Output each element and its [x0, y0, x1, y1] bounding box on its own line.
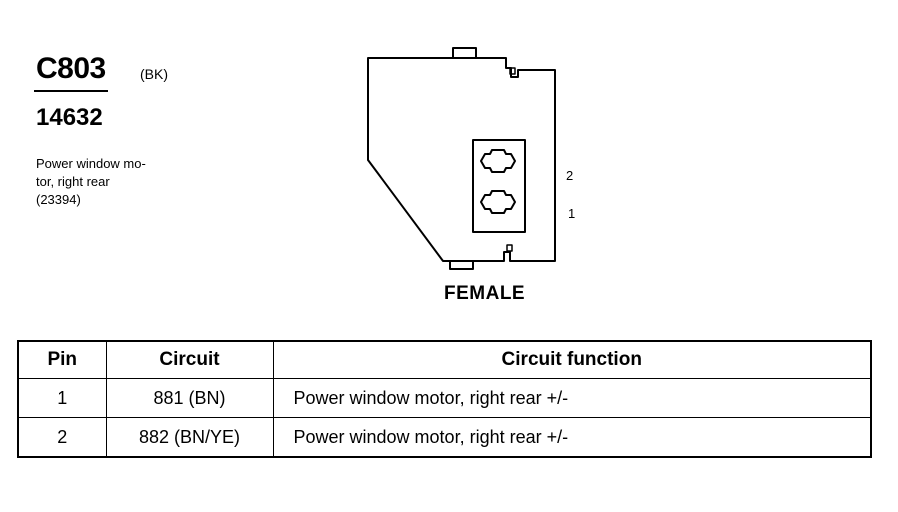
- cavity-pin-2-icon: [480, 149, 516, 173]
- cell-pin: 2: [17, 417, 107, 458]
- pin-circuit-table: Pin Circuit Circuit function 1 881 (BN) …: [17, 340, 872, 458]
- table-header-row: Pin Circuit Circuit function: [17, 340, 872, 379]
- top-key-notch: [509, 67, 516, 75]
- gender-label: FEMALE: [444, 283, 526, 304]
- description-line-2: tor, right rear: [36, 174, 110, 189]
- header-circuit-function: Circuit function: [272, 340, 872, 379]
- cell-circuit: 881 (BN): [105, 378, 274, 418]
- table-row: 1 881 (BN) Power window motor, right rea…: [17, 378, 872, 418]
- cavity-frame: [472, 139, 526, 233]
- cell-function: Power window motor, right rear +/-: [272, 378, 872, 418]
- connector-description: Power window mo- tor, right rear (23394): [36, 155, 146, 209]
- connector-id: C803: [36, 52, 106, 85]
- bottom-key-notch: [506, 244, 513, 252]
- cavity-pin-1-icon: [480, 190, 516, 214]
- connector-face-diagram: [367, 47, 556, 270]
- pin-label-2: 2: [566, 168, 574, 183]
- table-row: 2 882 (BN/YE) Power window motor, right …: [17, 417, 872, 458]
- bottom-latch-tab: [449, 261, 474, 270]
- cell-circuit: 882 (BN/YE): [105, 417, 274, 458]
- title-underline: [34, 90, 108, 92]
- description-line-1: Power window mo-: [36, 156, 146, 171]
- header-circuit: Circuit: [105, 340, 274, 379]
- pin-label-1: 1: [568, 206, 576, 221]
- description-line-3: (23394): [36, 192, 81, 207]
- cell-pin: 1: [17, 378, 107, 418]
- part-number: 14632: [36, 104, 103, 131]
- connector-body-outline: [367, 57, 556, 262]
- top-latch-tab: [452, 47, 477, 58]
- cell-function: Power window motor, right rear +/-: [272, 417, 872, 458]
- header-pin: Pin: [17, 340, 107, 379]
- connector-color: (BK): [140, 66, 168, 82]
